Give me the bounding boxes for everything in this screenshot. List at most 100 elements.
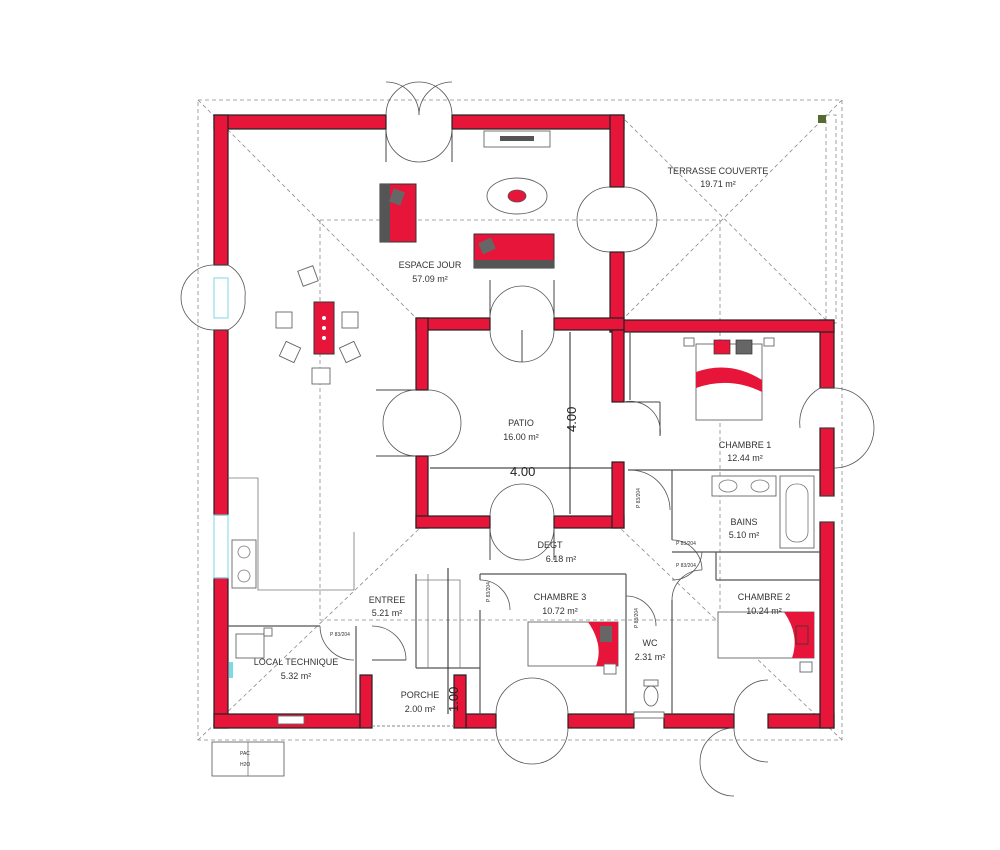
sofa-base	[474, 260, 554, 268]
room-area-terrasse: 19.71 m²	[700, 179, 736, 189]
terrace-post	[818, 115, 826, 123]
wall-patio-n2	[553, 317, 625, 331]
door-north-living[interactable]	[385, 81, 453, 163]
door-tag: P 83/204	[676, 541, 696, 547]
room-area-bains: 5.10 m²	[729, 530, 760, 540]
room-labels: TERRASSE COUVERTE 19.71 m² ESPACE JOUR 5…	[254, 166, 791, 714]
door-patio-east[interactable]	[623, 400, 661, 437]
door-tag: P 83/204	[636, 488, 642, 508]
plate-icon	[322, 316, 326, 320]
door-bains-east[interactable]	[820, 495, 834, 523]
boiler	[235, 633, 265, 659]
patio-dimensions: 4.00 4.00 1.00	[430, 332, 612, 714]
furniture: PAC H2O	[211, 130, 815, 777]
door-tag: P 83/204	[634, 608, 640, 628]
room-name-bains: BAINS	[730, 517, 757, 527]
walls	[213, 114, 835, 729]
sink-bowl-2-icon	[237, 569, 251, 583]
chair-icon	[297, 265, 319, 287]
kitchen	[228, 477, 355, 591]
partitions	[228, 332, 820, 714]
door-tag: P 83/204	[486, 582, 492, 602]
nightstand-icon	[603, 663, 617, 675]
bathtub	[779, 475, 815, 549]
door-tags: P 83/204 P 83/204 P 83/204 P 83/204 P 83…	[330, 488, 696, 638]
toilet-tank	[643, 679, 659, 687]
wall-terrace-1	[609, 114, 625, 188]
basin-icon	[750, 479, 770, 493]
patio-width-label: 4.00	[510, 464, 535, 479]
room-name-degt: DEGT	[537, 540, 563, 550]
door-tag: P 83/204	[330, 632, 350, 638]
room-name-patio: PATIO	[508, 418, 534, 428]
wall-north-1	[213, 114, 387, 130]
pillow-icon	[713, 339, 731, 355]
room-name-chambre3: CHAMBRE 3	[534, 592, 587, 602]
wall-west-2	[213, 329, 229, 516]
door-chambre2-south[interactable]	[699, 679, 769, 797]
nightstand-icon	[763, 337, 775, 347]
door-chambre2[interactable]	[671, 569, 703, 601]
door-entree[interactable]	[371, 625, 407, 661]
sofa-cushion-icon	[478, 237, 496, 255]
door-patio-north[interactable]	[489, 280, 555, 363]
door-patio-south[interactable]	[489, 483, 555, 561]
door-patio-west[interactable]	[376, 389, 462, 457]
tv-icon	[500, 136, 534, 141]
kitchen-sink	[231, 539, 257, 589]
room-area-espace-jour: 57.09 m²	[412, 274, 448, 284]
door-local[interactable]	[319, 625, 355, 661]
wall-chambre1-north	[609, 319, 835, 333]
nightstand-icon	[799, 661, 813, 673]
wc-window	[633, 711, 665, 719]
h2o-label: H2O	[240, 762, 250, 768]
pac-label: PAC	[240, 751, 250, 757]
terrace-post-line	[825, 114, 837, 324]
door-west-living[interactable]	[180, 264, 246, 331]
patio-height-label: 4.00	[564, 407, 579, 432]
wall-south-4	[663, 713, 735, 729]
door-terrace[interactable]	[576, 186, 658, 253]
roof-hip-se	[619, 527, 843, 741]
door-wc[interactable]	[625, 595, 657, 627]
pillow-icon	[735, 339, 753, 355]
room-name-wc: WC	[643, 638, 658, 648]
door-chambre3-south[interactable]	[495, 677, 569, 765]
wall-patio-e1	[611, 329, 625, 403]
toilet-icon	[643, 685, 659, 707]
wall-patio-w1	[415, 317, 429, 391]
porche-depth-label: 1.00	[446, 687, 461, 712]
room-area-degt: 6.18 m²	[546, 554, 577, 564]
wall-east-2	[819, 427, 835, 497]
wall-south-2	[465, 713, 497, 729]
wall-patio-s1	[415, 515, 491, 529]
electric-panel-icon	[263, 627, 273, 637]
bathtub-inner	[785, 483, 809, 543]
chair-icon	[338, 340, 362, 364]
roof-hip-sw	[197, 527, 421, 741]
door-chambre3[interactable]	[479, 579, 511, 611]
chair-icon	[341, 311, 359, 329]
wall-south-3	[567, 713, 635, 729]
door-wc-south[interactable]	[633, 711, 665, 719]
vent-local	[277, 715, 305, 725]
room-name-entree: ENTREE	[369, 595, 406, 605]
door-bains[interactable]	[671, 539, 703, 581]
chair-icon	[275, 311, 293, 329]
cushion-icon	[388, 188, 406, 206]
basin-icon	[718, 479, 738, 493]
roof-hip-nw	[197, 99, 421, 323]
room-name-porche: PORCHE	[401, 690, 440, 700]
kitchen-counter	[228, 477, 355, 591]
room-area-chambre2: 10.24 m²	[746, 606, 782, 616]
wall-north-2	[451, 114, 625, 130]
pillow-icon	[600, 626, 612, 642]
pillow-icon	[795, 625, 809, 645]
door-chambre1-east[interactable]	[799, 387, 875, 469]
hallway-lines	[416, 574, 461, 668]
sink-bowl-1-icon	[237, 545, 251, 559]
door-chambre1[interactable]	[629, 469, 671, 511]
chair-icon	[278, 340, 302, 364]
door-tag: P 83/204	[676, 563, 696, 569]
